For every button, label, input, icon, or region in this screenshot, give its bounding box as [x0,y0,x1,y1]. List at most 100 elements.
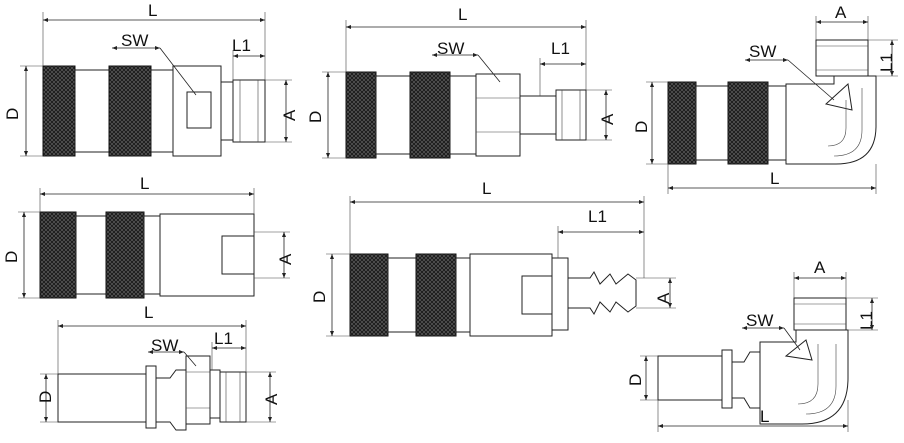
dimension-arrowhead [432,53,437,57]
knurl-ring-2 [108,65,152,157]
dimension-arrowhead [540,62,545,66]
male-thread [232,79,266,143]
dimension-arrowhead [58,324,63,328]
knurl-ring-1 [42,65,76,157]
hex-flat [186,91,212,129]
dimension-arrowhead [650,159,654,164]
dimension-arrowhead [639,230,644,234]
dimension-arrowhead [742,326,747,330]
dimension-arrowhead [40,192,45,196]
dimension-arrowhead [212,346,217,350]
dimension-arrowhead [890,40,894,45]
dim-label-A: A [814,258,826,277]
dim-label-A: A [654,292,673,304]
dimension-arrowhead [890,71,894,76]
dim-label-L1: L1 [588,207,607,226]
dimension-arrowhead [43,18,48,22]
dimension-arrowhead [330,331,334,336]
dim-label-L: L [760,407,769,426]
dim-label-SW: SW [151,336,178,355]
dim-label-L: L [144,303,153,322]
dimension-arrowhead [558,230,563,234]
male-thread [219,371,247,423]
dimension-arrowhead [179,350,184,354]
dim-label-L: L [458,5,467,24]
dimension-arrowhead [233,54,238,58]
female-hex-flat [221,235,255,275]
dim-label-D: D [2,251,21,263]
dimension-arrowhead [44,374,48,379]
dimension-arrowhead [668,186,673,190]
dimension-arrowhead [22,212,26,217]
dimension-arrowhead [268,417,272,422]
dim-label-A: A [598,113,617,125]
elbow-hex-face [784,339,813,361]
dimension-arrowhead [794,276,799,280]
knurl-ring-2 [409,71,451,159]
dim-label-SW: SW [437,39,464,58]
neck [519,95,557,135]
dim-label-D: D [306,111,325,123]
dimension-arrowhead [871,186,876,190]
dim-label-A: A [276,253,295,265]
knurl-ring-2 [415,253,457,337]
dimension-arrowhead [330,254,334,259]
collar [551,257,569,331]
dim-label-L: L [770,169,779,188]
dimension-arrowhead [112,46,117,50]
knurl-ring-2 [105,211,145,299]
figure-coupler-female-thread: L D A [2,174,295,299]
dimension-arrowhead [843,424,848,428]
dimension-arrowhead [870,325,874,330]
dimension-arrowhead [604,135,608,140]
dimension-arrowhead [604,90,608,95]
dimension-arrowhead [326,153,330,158]
dimension-arrowhead [816,20,821,24]
dimension-arrowhead [282,273,286,278]
dim-label-L1: L1 [214,329,233,348]
hex-body [475,73,521,157]
sleeve-band [375,75,411,155]
dimension-arrowhead [155,46,160,50]
dimension-arrowhead [268,372,272,377]
dimension-arrowhead [326,72,330,77]
dimension-arrowhead [650,82,654,87]
dimension-arrowhead [350,200,355,204]
elbow-body [785,75,877,165]
dim-label-L1: L1 [877,53,896,72]
dimension-arrowhead [783,58,788,62]
dim-label-L1: L1 [857,311,876,330]
neck [209,369,221,419]
knurl-ring-1 [345,71,377,159]
dim-label-SW: SW [746,311,773,330]
body-flat [521,275,553,315]
dimension-arrowhead [260,18,265,22]
plug-profile [731,351,761,409]
plug-ring [721,349,733,409]
dimension-arrowhead [24,151,28,156]
dim-label-A: A [835,3,847,22]
dim-label-A: A [262,393,281,405]
dim-label-L: L [140,174,149,193]
dimension-arrowhead [24,66,28,71]
hose-barb [567,271,637,315]
dimension-arrowhead [841,276,846,280]
dimension-arrowhead [581,25,586,29]
dimension-arrowhead [241,324,246,328]
figure-coupler-elbow-thread: A L1 SW D L [632,3,898,194]
sleeve-end [150,69,174,153]
dimension-arrowhead [658,424,663,428]
dimension-arrowhead [249,192,254,196]
sleeve-band [74,69,110,153]
neck [220,81,234,141]
dimension-arrowhead [22,293,26,298]
dimension-arrowhead [284,137,288,142]
bulkhead-nut [185,355,211,425]
dim-label-A: A [280,109,299,121]
dimension-arrowhead [745,58,750,62]
plug-ring [145,365,157,429]
dimension-arrowhead [44,417,48,422]
dim-label-D: D [3,108,22,120]
dimension-arrowhead [148,350,153,354]
